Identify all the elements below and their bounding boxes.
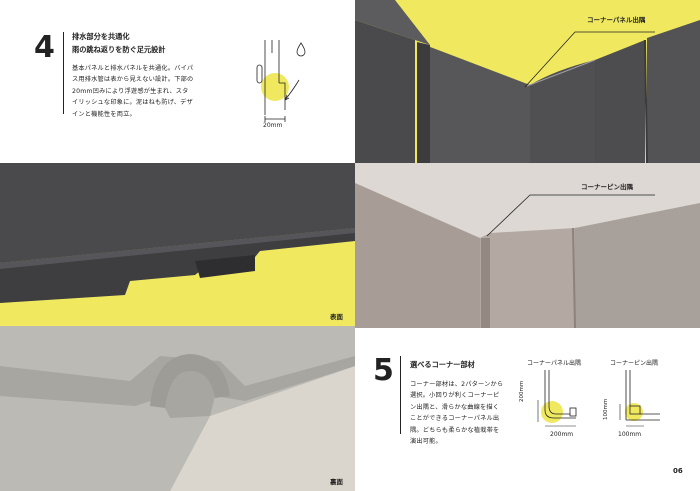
section-4-body: 基本パネルと排水パネルを共通化。バイパ ス用排水管は表から見えない設計。下部の … [72,63,257,120]
section-4-body-line: イリッシュな印象に。泥はねも防げ、デザ [72,99,193,107]
diagram-corner-panel [537,370,577,427]
diagram-corner-pin [619,370,660,427]
section-5-body-line: 選択。小回りが利くコーナーピ [410,392,500,400]
section-4-title-line1: 排水部分を共通化 [72,32,130,41]
diagram-corner-pin-title: コーナーピン出隅 [610,360,659,367]
diagram-corner-pin-dim-h: 100mm [618,431,642,438]
section-5-number: 5 [373,353,394,388]
callout-line-2 [486,194,655,237]
callout-line-1 [524,31,655,88]
page-number: 06 [673,467,683,475]
section-5-body-line: 隅。どちらも柔らかな植栽帯を [410,426,500,434]
callout-corner-pin: コーナーピン出隅 [581,183,633,191]
water-drop-icon [296,42,306,57]
diagram-corner-panel-title: コーナーパネル出隅 [527,360,581,367]
section-4-body-line: インと機能性を両立。 [72,110,136,118]
section-5-body-line: ことができるコーナーパネル出 [410,415,500,423]
section-4-body-line: 20mm凹みにより浮遊感が生まれ、スタ [72,87,189,95]
section-5-body: コーナー部材は、2パターンから 選択。小回りが利くコーナーピ ン出隅と、滑らかな… [410,379,520,447]
section-4-divider [63,32,64,114]
drain-diagram-dimension: 20mm [263,122,283,129]
photo-back-side: 裏面 [0,326,355,491]
section-5-title: 選べるコーナー部材 [410,360,475,369]
callout-corner-panel: コーナーパネル出隅 [587,16,646,24]
drain-diagram [256,40,306,122]
section-5-body-line: ン出隅と、滑らかな曲線を描く [410,403,500,411]
diagram-corner-panel-dim-h: 200mm [550,431,574,438]
drain-highlight [261,73,289,101]
section-4-body-line: 基本パネルと排水パネルを共通化。バイパ [72,65,194,72]
section-5-body-line: コーナー部材は、2パターンから [410,381,504,388]
photo-front-side: 表面 [0,163,355,326]
section-5-divider [400,356,401,434]
section-5-body-line: 演出可能。 [410,438,442,446]
back-panel-illustration [0,326,355,491]
diagram-corner-pin-dim-v: 100mm [603,398,609,420]
diagram-corner-panel-dim-v: 200mm [519,380,525,402]
photo-corner-pin: コーナーピン出隅 [355,163,700,328]
label-front: 表面 [330,313,343,321]
front-panel-illustration [0,163,355,303]
corner-pin-illustration [355,163,700,328]
corner-panel-illustration [355,0,700,163]
section-4-body-line: ス用排水管は表から見えない設計。下部の [72,76,194,84]
section-4-title-line2: 雨の跳ね返りを防ぐ足元設計 [72,45,166,54]
section-4-number: 4 [34,30,55,65]
label-back: 裏面 [330,478,343,486]
photo-corner-panel: コーナーパネル出隅 [355,0,700,163]
